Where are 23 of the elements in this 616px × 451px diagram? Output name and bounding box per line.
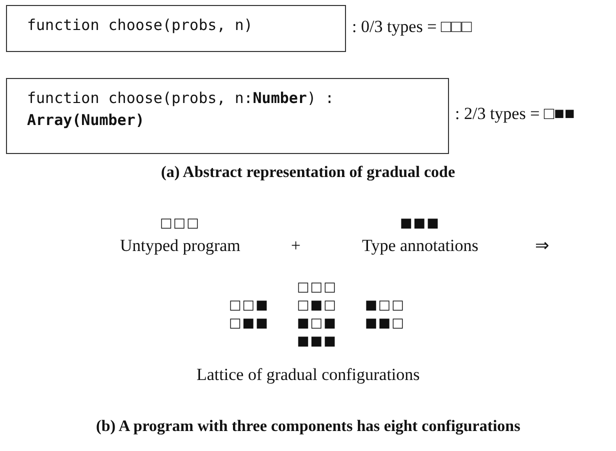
- configuration-pattern: ■■□: [365, 315, 405, 333]
- configuration-pattern: □■□: [297, 297, 337, 315]
- type-count-note: : 2/3 types = □■■: [455, 104, 575, 124]
- configuration-pattern: □□■: [229, 297, 269, 315]
- code-text: function choose(probs, n): [27, 15, 254, 36]
- configuration-pattern: □□□: [297, 279, 337, 297]
- configuration-pattern: ■■■: [400, 215, 440, 233]
- component-label: Untyped program: [120, 236, 240, 256]
- component-label: Type annotations: [362, 236, 478, 256]
- configuration-pattern: ■□■: [297, 315, 337, 333]
- subfigure-caption: (b) A program with three components has eight configurations: [96, 417, 520, 437]
- code-box: [6, 5, 346, 52]
- code-text: function choose(probs, n:Number) : Array(Number): [27, 88, 336, 131]
- configuration-pattern: □□□: [160, 215, 200, 233]
- configuration-pattern: □■■: [229, 315, 269, 333]
- subfigure-caption: (a) Abstract representation of gradual code: [161, 163, 456, 183]
- plus-sign: +: [291, 236, 301, 256]
- implies-arrow: ⇒: [535, 236, 549, 256]
- code-box: [6, 78, 449, 154]
- configuration-pattern: ■□□: [365, 297, 405, 315]
- type-count-note: : 0/3 types = □□□: [352, 17, 472, 37]
- lattice-label: Lattice of gradual configurations: [196, 365, 420, 385]
- configuration-pattern: ■■■: [297, 333, 337, 351]
